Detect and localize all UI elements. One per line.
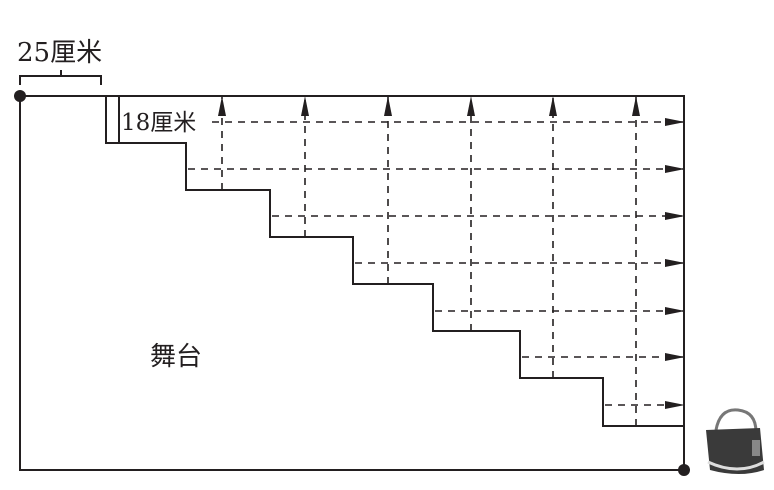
dimension-bracket: [19, 70, 102, 85]
height-dimension-label: 18厘米: [121, 110, 197, 136]
bag-icon: [706, 408, 765, 474]
stage-label: 舞台: [150, 342, 203, 372]
width-dimension-label: 25厘米: [17, 38, 103, 68]
end-point: [678, 464, 690, 476]
horizontal-dashed-arrows: [188, 118, 685, 409]
stair-outline: [105, 96, 684, 427]
vertical-dashed-arrows: [218, 96, 640, 426]
start-point: [14, 90, 26, 102]
stage-outline: [19, 95, 685, 471]
